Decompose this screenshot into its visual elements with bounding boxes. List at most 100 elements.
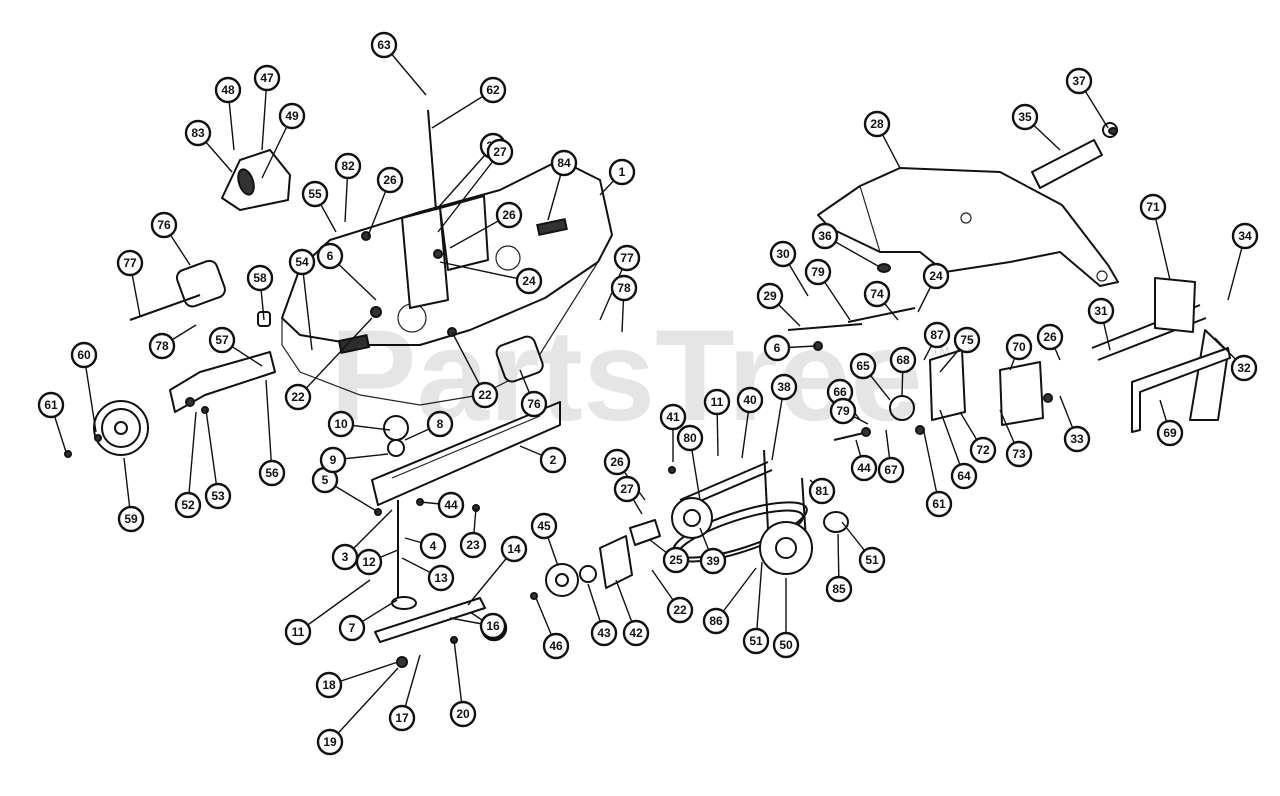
callout-23: 23 (459, 531, 487, 559)
callout-number: 29 (763, 289, 777, 303)
callout-number: 74 (870, 287, 884, 301)
callout-65: 65 (849, 352, 877, 380)
callout-30: 30 (769, 240, 797, 268)
callout-number: 70 (1012, 340, 1026, 354)
callout-26: 26 (495, 201, 523, 229)
callout-circle (742, 627, 770, 655)
bearing-plate (371, 401, 561, 506)
callout-number: 67 (884, 463, 898, 477)
callout-61: 61 (37, 391, 65, 419)
belt-cover (221, 149, 291, 211)
callout-69: 69 (1156, 419, 1184, 447)
callout-72: 72 (969, 436, 997, 464)
callout-83: 83 (184, 119, 212, 147)
callout-number: 62 (486, 83, 500, 97)
callout-circle (542, 632, 570, 660)
callout-26: 26 (376, 166, 404, 194)
callout-number: 1 (619, 165, 626, 179)
callout-circle (301, 180, 329, 208)
callout-68: 68 (889, 346, 917, 374)
callout-circle (922, 262, 950, 290)
callout-74: 74 (863, 280, 891, 308)
callout-circle (495, 201, 523, 229)
leader-line (435, 145, 494, 211)
callout-number: 76 (157, 218, 171, 232)
callout-78: 78 (148, 332, 176, 360)
callout-circle (419, 532, 447, 560)
callout-78: 78 (610, 274, 638, 302)
callout-number: 30 (776, 247, 790, 261)
callout-29: 29 (756, 282, 784, 310)
callout-circle (736, 386, 764, 414)
callout-number: 75 (960, 333, 974, 347)
callout-70: 70 (1005, 333, 1033, 361)
callout-circle (811, 222, 839, 250)
callout-number: 3 (342, 550, 349, 564)
callout-number: 17 (395, 711, 409, 725)
callout-3: 3 (331, 543, 359, 571)
callout-circle (520, 390, 548, 418)
callout-circle (925, 490, 953, 518)
callout-number: 81 (815, 484, 829, 498)
callout-circle (1011, 103, 1039, 131)
callout-circle (148, 332, 176, 360)
callout-75: 75 (953, 326, 981, 354)
callout-number: 71 (1146, 200, 1160, 214)
callout-11: 11 (284, 618, 312, 646)
lift-shaft-assembly (1091, 277, 1231, 433)
callout-56: 56 (258, 459, 286, 487)
callout-circle (208, 326, 236, 354)
callout-number: 22 (478, 388, 492, 402)
callout-circle (459, 531, 487, 559)
callout-number: 52 (181, 498, 195, 512)
callout-circle (214, 76, 242, 104)
callout-number: 55 (308, 187, 322, 201)
callout-58: 58 (246, 264, 274, 292)
callout-number: 24 (522, 274, 536, 288)
callout-51: 51 (858, 546, 886, 574)
callout-number: 32 (1237, 361, 1251, 375)
callout-circle (116, 249, 144, 277)
callout-number: 69 (1163, 426, 1177, 440)
callout-number: 66 (833, 385, 847, 399)
callout-circle (1063, 425, 1091, 453)
callout-circle (829, 397, 857, 425)
callout-18: 18 (315, 671, 343, 699)
callout-circle (550, 149, 578, 177)
callout-circle (889, 346, 917, 374)
callout-40: 40 (736, 386, 764, 414)
callout-circle (825, 575, 853, 603)
callout-number: 12 (362, 555, 376, 569)
callout-49: 49 (278, 102, 306, 130)
leader-line (265, 379, 273, 474)
callout-number: 7 (349, 621, 356, 635)
callout-16: 16 (479, 612, 507, 640)
callout-46: 46 (542, 632, 570, 660)
leader-line (329, 667, 399, 743)
callout-number: 14 (507, 542, 521, 556)
callout-28: 28 (863, 110, 891, 138)
callout-circle (590, 619, 618, 647)
callout-number: 6 (327, 249, 334, 263)
callout-79: 79 (829, 397, 857, 425)
callout-number: 50 (779, 638, 793, 652)
callout-76: 76 (150, 211, 178, 239)
callout-number: 38 (777, 380, 791, 394)
callout-circle (174, 491, 202, 519)
spindle-and-blade (374, 500, 486, 643)
wheel-and-axle (93, 351, 276, 456)
callout-circle (953, 326, 981, 354)
callout-number: 84 (557, 156, 571, 170)
callout-43: 43 (590, 619, 618, 647)
watermark: PartsTree (330, 302, 923, 448)
leader-line (301, 261, 313, 351)
callout-14: 14 (500, 535, 528, 563)
callout-circle (608, 158, 636, 186)
callout-42: 42 (622, 619, 650, 647)
callout-circle (204, 482, 232, 510)
callout-10: 10 (327, 410, 355, 438)
callout-circle (863, 280, 891, 308)
callout-number: 13 (434, 571, 448, 585)
callout-number: 77 (123, 256, 137, 270)
callout-81: 81 (808, 477, 836, 505)
